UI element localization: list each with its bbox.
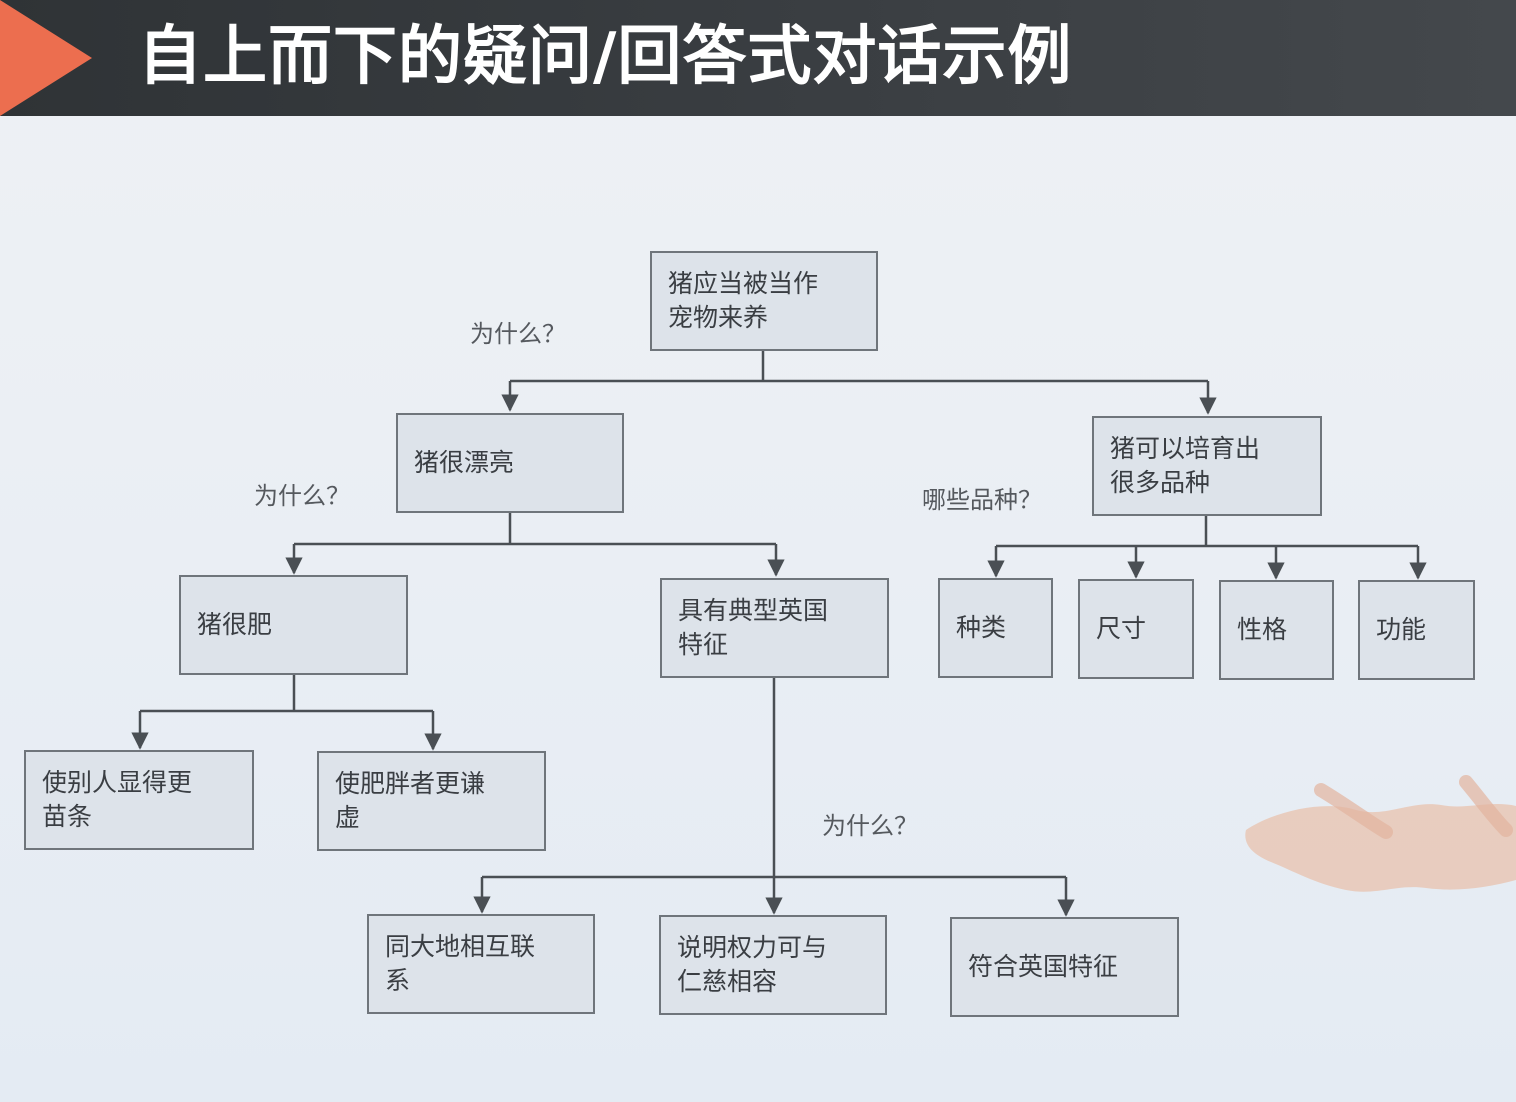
edge-pretty [294, 512, 776, 546]
question-why-pretty: 为什么？ [254, 482, 350, 510]
question-why-british: 为什么？ [822, 812, 918, 840]
edge-root [510, 351, 1208, 383]
node-size: 尺寸 [1078, 579, 1194, 679]
question-why-root: 为什么？ [470, 320, 566, 348]
node-british-label: 具有典型英国 特征 [678, 596, 829, 659]
title-bar: 自上而下的疑问/回答式对话示例 [0, 0, 1516, 116]
node-pretty-label: 猪很漂亮 [414, 448, 515, 477]
node-size-label: 尺寸 [1096, 614, 1147, 643]
title-arrow-icon [0, 0, 92, 116]
node-power-label: 说明权力可与 仁慈相容 [677, 933, 828, 996]
node-humble: 使肥胖者更谦 虚 [317, 751, 546, 851]
node-temper-label: 性格 [1237, 615, 1288, 644]
node-land: 同大地相互联 系 [367, 914, 595, 1014]
node-land-label: 同大地相互联 系 [385, 932, 536, 995]
node-kind-label: 种类 [956, 613, 1007, 642]
node-breeds: 猪可以培育出 很多品种 [1092, 416, 1322, 516]
node-function-label: 功能 [1376, 615, 1427, 644]
node-fat-label: 猪很肥 [197, 610, 273, 639]
node-slim: 使别人显得更 苗条 [24, 750, 254, 850]
edge-fat [140, 674, 433, 713]
node-kind: 种类 [938, 578, 1053, 678]
node-english-label: 符合英国特征 [968, 952, 1119, 981]
node-british: 具有典型英国 特征 [660, 578, 889, 678]
node-breeds-label: 猪可以培育出 很多品种 [1110, 434, 1261, 497]
slide-title: 自上而下的疑问/回答式对话示例 [138, 20, 1073, 94]
node-root-label: 猪应当被当作 宠物来养 [668, 269, 819, 332]
edge-british [482, 677, 1066, 879]
node-english: 符合英国特征 [950, 917, 1179, 1017]
presenter-hand-image [1245, 775, 1516, 892]
node-root: 猪应当被当作 宠物来养 [650, 251, 878, 351]
node-pretty: 猪很漂亮 [396, 413, 624, 513]
node-temper: 性格 [1219, 580, 1334, 680]
node-slim-label: 使别人显得更 苗条 [42, 768, 193, 831]
node-power: 说明权力可与 仁慈相容 [659, 915, 887, 1015]
node-function: 功能 [1358, 580, 1475, 680]
node-fat: 猪很肥 [179, 575, 408, 675]
edge-breeds [996, 516, 1418, 548]
question-which-breeds: 哪些品种？ [922, 486, 1042, 514]
node-humble-label: 使肥胖者更谦 虚 [335, 769, 486, 832]
